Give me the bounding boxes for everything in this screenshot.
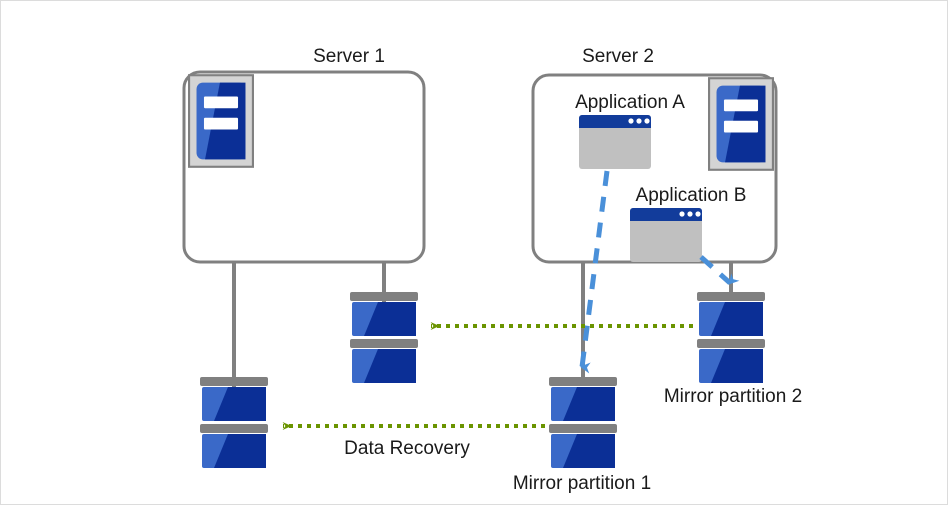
blue-dashed-arrow-icon-app-b (699, 255, 740, 285)
server-2-group: Server 2 Application A Application B (531, 46, 778, 379)
application-a-label: Application A (575, 92, 685, 113)
app-window-icon[interactable] (630, 208, 702, 262)
disk-stack-icon-mirror-2[interactable] (697, 292, 765, 383)
mirror-partition-2-label: Mirror partition 2 (664, 386, 802, 407)
server-1-group: Server 1 (182, 46, 426, 393)
blue-dashed-arrow-icon-app-a (579, 170, 610, 374)
disk-stack-icon[interactable] (350, 292, 418, 383)
server-1-title: Server 1 (313, 46, 385, 67)
data-recovery-label: Data Recovery (344, 438, 470, 459)
application-b-label: Application B (636, 185, 747, 206)
disk-stack-icon[interactable] (200, 377, 268, 468)
server-rack-icon (708, 77, 774, 171)
mirror-partition-1-label: Mirror partition 1 (513, 473, 651, 494)
server-rack-icon (188, 74, 254, 168)
server-2-title: Server 2 (582, 46, 654, 67)
app-window-icon[interactable] (579, 115, 651, 169)
disk-stack-icon-mirror-1[interactable] (549, 377, 617, 468)
